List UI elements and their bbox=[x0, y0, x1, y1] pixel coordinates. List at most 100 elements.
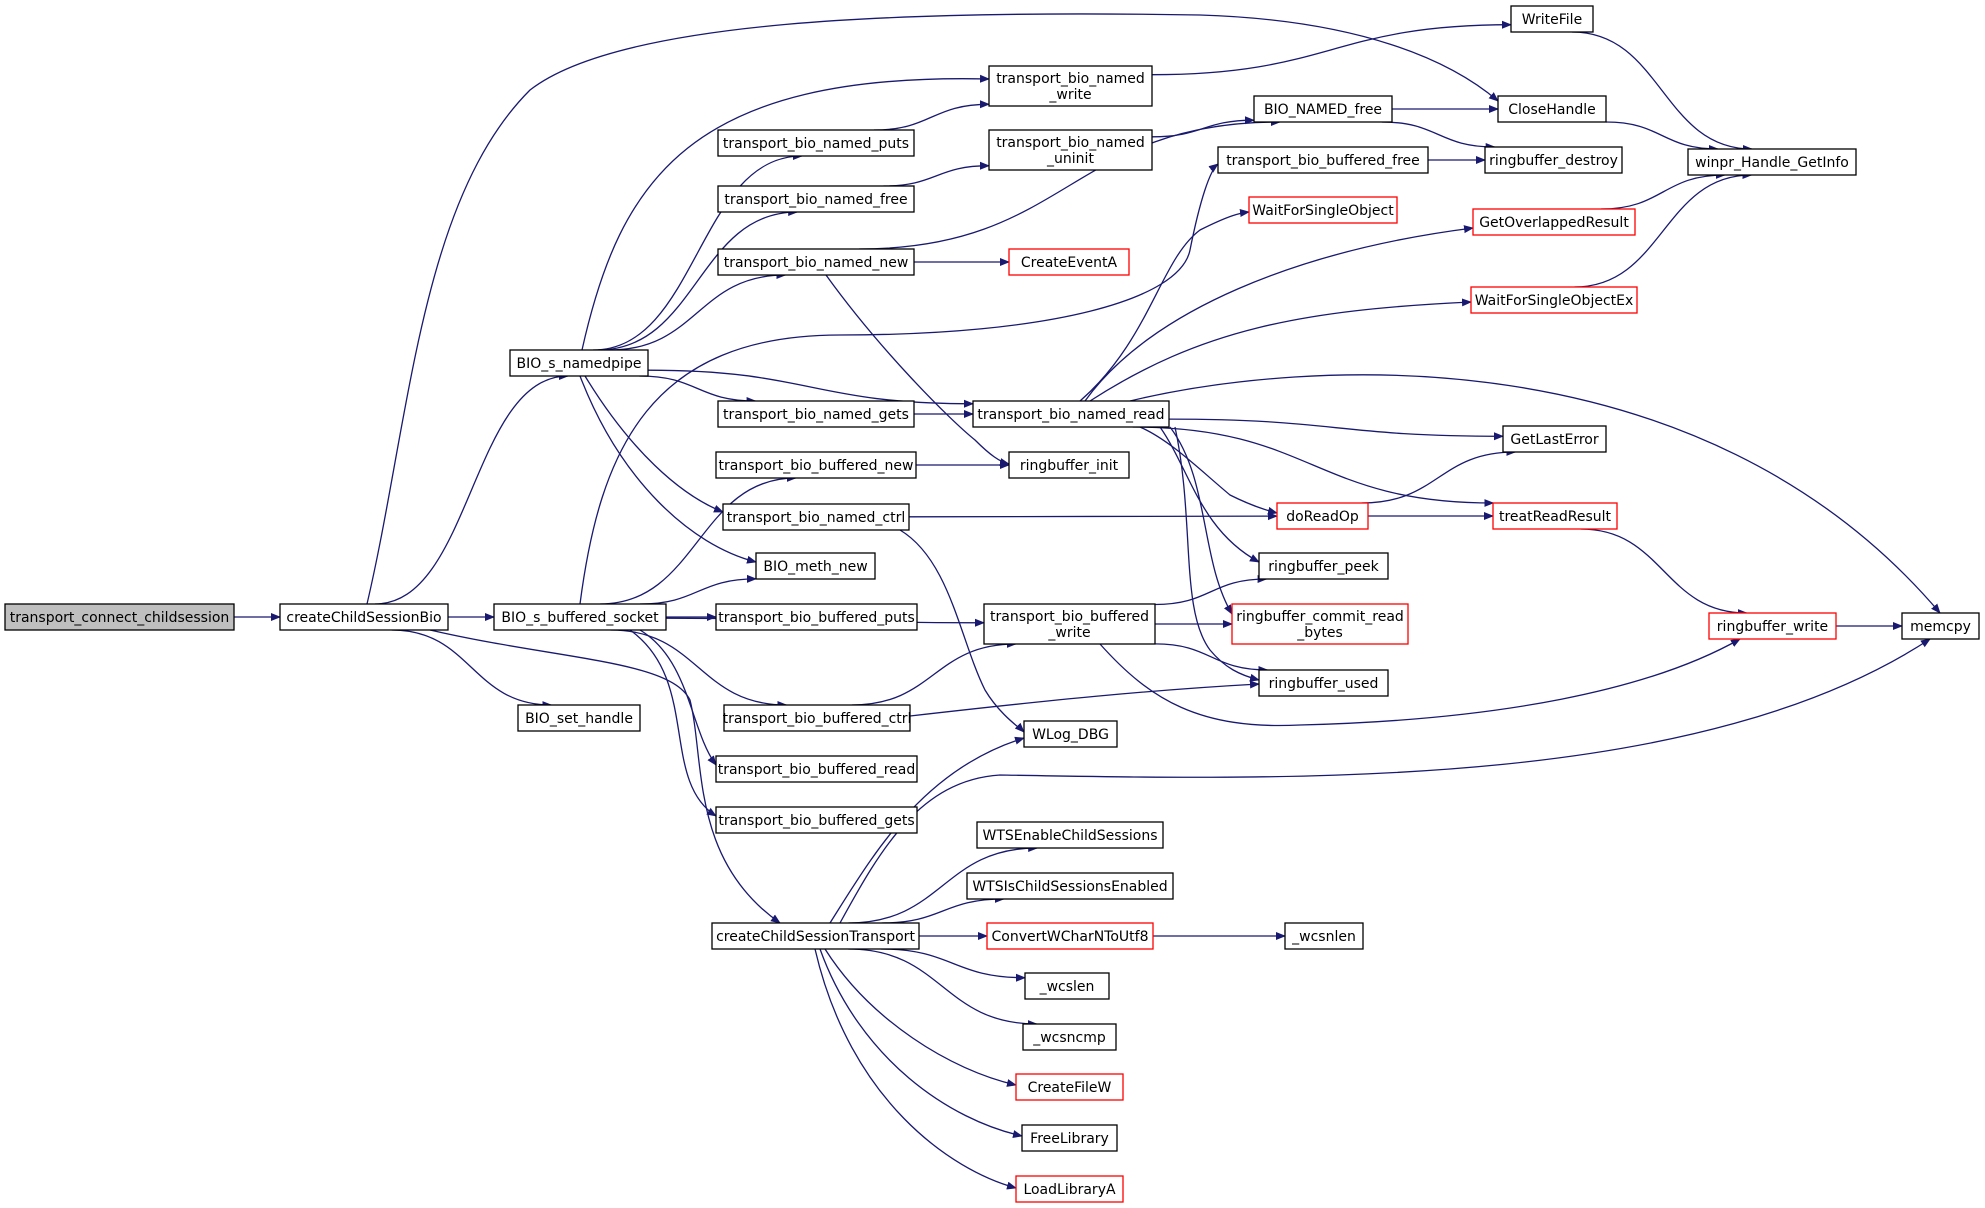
node-GetOverlappedResult[interactable]: GetOverlappedResult bbox=[1472, 208, 1636, 236]
node-transport_bio_buffered_ctrl[interactable]: transport_bio_buffered_ctrl bbox=[723, 704, 912, 732]
node-box[interactable] bbox=[988, 129, 1153, 171]
node-memcpy[interactable]: memcpy bbox=[1901, 612, 1980, 640]
node-transport_bio_buffered_free[interactable]: transport_bio_buffered_free bbox=[1217, 146, 1429, 174]
node-box[interactable] bbox=[1484, 146, 1623, 174]
node-WLog_DBG[interactable]: WLog_DBG bbox=[1023, 720, 1118, 748]
node-box[interactable] bbox=[983, 603, 1156, 645]
node-BIO_s_namedpipe[interactable]: BIO_s_namedpipe bbox=[509, 349, 649, 377]
node-WaitForSingleObjectEx[interactable]: WaitForSingleObjectEx bbox=[1470, 286, 1638, 314]
node-box[interactable] bbox=[717, 248, 915, 276]
node-WaitForSingleObject[interactable]: WaitForSingleObject bbox=[1248, 196, 1398, 224]
node-transport_bio_named_puts[interactable]: transport_bio_named_puts bbox=[717, 129, 915, 157]
node-createChildSessionTransport[interactable]: createChildSessionTransport bbox=[711, 922, 920, 950]
node-_wcslen[interactable]: _wcslen bbox=[1024, 972, 1110, 1000]
node-box[interactable] bbox=[723, 704, 911, 732]
node-box[interactable] bbox=[1021, 1124, 1118, 1152]
node-box[interactable] bbox=[1231, 603, 1409, 645]
node-box[interactable] bbox=[717, 185, 915, 213]
node-ringbuffer_init[interactable]: ringbuffer_init bbox=[1008, 451, 1130, 479]
node-box[interactable] bbox=[1510, 5, 1594, 33]
node-box[interactable] bbox=[517, 704, 641, 732]
node-box[interactable] bbox=[1687, 148, 1857, 176]
node-box[interactable] bbox=[279, 603, 449, 631]
node-CreateFileW[interactable]: CreateFileW bbox=[1015, 1073, 1124, 1101]
node-transport_bio_named_ctrl[interactable]: transport_bio_named_ctrl bbox=[722, 503, 910, 531]
node-box[interactable] bbox=[4, 603, 235, 631]
node-box[interactable] bbox=[715, 603, 918, 631]
node-box[interactable] bbox=[1023, 720, 1118, 748]
node-transport_bio_buffered_gets[interactable]: transport_bio_buffered_gets bbox=[715, 806, 918, 834]
node-box[interactable] bbox=[1472, 208, 1636, 236]
node-box[interactable] bbox=[722, 503, 910, 531]
node-ringbuffer_commit_read_bytes[interactable]: ringbuffer_commit_read_bytes bbox=[1231, 603, 1409, 645]
node-WTSIsChildSessionsEnabled[interactable]: WTSIsChildSessionsEnabled bbox=[966, 872, 1174, 900]
node-box[interactable] bbox=[1015, 1073, 1124, 1101]
node-box[interactable] bbox=[715, 451, 917, 479]
node-LoadLibraryA[interactable]: LoadLibraryA bbox=[1015, 1175, 1124, 1203]
node-ConvertWCharNToUtf8[interactable]: ConvertWCharNToUtf8 bbox=[986, 922, 1154, 950]
node-box[interactable] bbox=[1253, 95, 1393, 123]
node-box[interactable] bbox=[1258, 552, 1389, 580]
node-ringbuffer_peek[interactable]: ringbuffer_peek bbox=[1258, 552, 1389, 580]
node-ringbuffer_destroy[interactable]: ringbuffer_destroy bbox=[1484, 146, 1623, 174]
node-box[interactable] bbox=[1470, 286, 1638, 314]
node-WTSEnableChildSessions[interactable]: WTSEnableChildSessions bbox=[976, 821, 1164, 849]
node-box[interactable] bbox=[1492, 502, 1618, 530]
node-createChildSessionBio[interactable]: createChildSessionBio bbox=[279, 603, 449, 631]
node-box[interactable] bbox=[1015, 1175, 1124, 1203]
node-box[interactable] bbox=[1024, 972, 1110, 1000]
node-box[interactable] bbox=[972, 400, 1170, 428]
node-box[interactable] bbox=[711, 922, 920, 950]
node-winpr_Handle_GetInfo[interactable]: winpr_Handle_GetInfo bbox=[1687, 148, 1857, 176]
node-WriteFile[interactable]: WriteFile bbox=[1510, 5, 1594, 33]
node-_wcsnlen[interactable]: _wcsnlen bbox=[1284, 922, 1364, 950]
node-box[interactable] bbox=[717, 129, 915, 157]
node-transport_bio_buffered_read[interactable]: transport_bio_buffered_read bbox=[715, 755, 918, 783]
node-root[interactable]: transport_connect_childsession bbox=[4, 603, 235, 631]
node-box[interactable] bbox=[1217, 146, 1429, 174]
node-transport_bio_buffered_puts[interactable]: transport_bio_buffered_puts bbox=[715, 603, 918, 631]
node-ringbuffer_write[interactable]: ringbuffer_write bbox=[1708, 612, 1837, 640]
node-box[interactable] bbox=[493, 603, 667, 631]
node-transport_bio_named_new[interactable]: transport_bio_named_new bbox=[717, 248, 915, 276]
node-BIO_meth_new[interactable]: BIO_meth_new bbox=[755, 552, 876, 580]
node-transport_bio_named_free[interactable]: transport_bio_named_free bbox=[717, 185, 915, 213]
node-box[interactable] bbox=[986, 922, 1154, 950]
node-box[interactable] bbox=[1248, 196, 1398, 224]
node-box[interactable] bbox=[715, 755, 918, 783]
node-GetLastError[interactable]: GetLastError bbox=[1502, 425, 1607, 453]
node-box[interactable] bbox=[1497, 95, 1607, 123]
node-box[interactable] bbox=[717, 400, 915, 428]
node-transport_bio_named_uninit[interactable]: transport_bio_named_uninit bbox=[988, 129, 1153, 171]
node-box[interactable] bbox=[1008, 451, 1130, 479]
node-treatReadResult[interactable]: treatReadResult bbox=[1492, 502, 1618, 530]
node-box[interactable] bbox=[1276, 502, 1369, 530]
node-box[interactable] bbox=[1901, 612, 1980, 640]
node-box[interactable] bbox=[509, 349, 649, 377]
node-box[interactable] bbox=[1008, 248, 1130, 276]
node-box[interactable] bbox=[1284, 922, 1364, 950]
node-box[interactable] bbox=[966, 872, 1174, 900]
node-BIO_s_buffered_socket[interactable]: BIO_s_buffered_socket bbox=[493, 603, 667, 631]
node-box[interactable] bbox=[1708, 612, 1837, 640]
node-CloseHandle[interactable]: CloseHandle bbox=[1497, 95, 1607, 123]
node-transport_bio_buffered_write[interactable]: transport_bio_buffered_write bbox=[983, 603, 1156, 645]
node-ringbuffer_used[interactable]: ringbuffer_used bbox=[1258, 669, 1389, 697]
node-CreateEventA[interactable]: CreateEventA bbox=[1008, 248, 1130, 276]
node-transport_bio_named_write[interactable]: transport_bio_named_write bbox=[988, 65, 1153, 107]
node-doReadOp[interactable]: doReadOp bbox=[1276, 502, 1369, 530]
node-box[interactable] bbox=[1022, 1023, 1117, 1051]
node-box[interactable] bbox=[755, 552, 876, 580]
node-box[interactable] bbox=[988, 65, 1153, 107]
node-box[interactable] bbox=[1258, 669, 1389, 697]
node-transport_bio_buffered_new[interactable]: transport_bio_buffered_new bbox=[715, 451, 917, 479]
node-transport_bio_named_read[interactable]: transport_bio_named_read bbox=[972, 400, 1170, 428]
node-box[interactable] bbox=[715, 806, 918, 834]
node-transport_bio_named_gets[interactable]: transport_bio_named_gets bbox=[717, 400, 915, 428]
node-_wcsncmp[interactable]: _wcsncmp bbox=[1022, 1023, 1117, 1051]
node-BIO_NAMED_free[interactable]: BIO_NAMED_free bbox=[1253, 95, 1393, 123]
node-box[interactable] bbox=[1502, 425, 1607, 453]
node-box[interactable] bbox=[976, 821, 1164, 849]
node-BIO_set_handle[interactable]: BIO_set_handle bbox=[517, 704, 641, 732]
node-FreeLibrary[interactable]: FreeLibrary bbox=[1021, 1124, 1118, 1152]
